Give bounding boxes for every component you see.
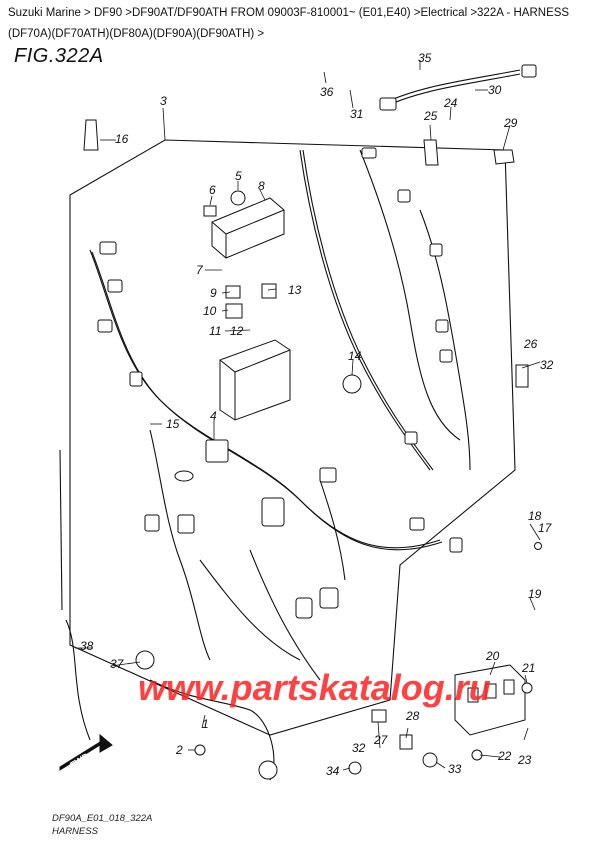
callout-23[interactable]: 23 xyxy=(517,753,532,767)
callout-24[interactable]: 24 xyxy=(443,96,458,110)
callout-8[interactable]: 8 xyxy=(258,179,265,193)
callout-20[interactable]: 20 xyxy=(485,649,500,663)
callout-34[interactable]: 34 xyxy=(326,764,340,778)
callout-10[interactable]: 10 xyxy=(203,304,217,318)
callout-9[interactable]: 9 xyxy=(210,286,217,300)
callout-30[interactable]: 30 xyxy=(488,83,502,97)
callout-7[interactable]: 7 xyxy=(196,263,204,277)
callout-1[interactable]: 1 xyxy=(202,717,209,731)
diagram-name: HARNESS xyxy=(52,826,98,837)
fwd-label: FWD xyxy=(68,751,91,771)
callout-22[interactable]: 22 xyxy=(497,749,512,763)
callout-15[interactable]: 15 xyxy=(166,417,180,431)
callout-37[interactable]: 37 xyxy=(110,657,125,671)
callout-17[interactable]: 17 xyxy=(538,521,553,535)
callout-5[interactable]: 5 xyxy=(235,169,242,183)
watermark: www.partskatalog.ru xyxy=(138,667,491,708)
callout-33[interactable]: 33 xyxy=(448,762,462,776)
callout-36[interactable]: 36 xyxy=(320,85,334,99)
callout-19[interactable]: 19 xyxy=(528,587,542,601)
callout-38[interactable]: 38 xyxy=(80,639,94,653)
fwd-arrow xyxy=(59,733,113,771)
callout-32-side[interactable]: 32 xyxy=(540,358,554,372)
figure-title: FIG.322A xyxy=(14,45,104,67)
callout-25[interactable]: 25 xyxy=(423,109,438,123)
callout-27[interactable]: 27 xyxy=(373,733,389,747)
callout-13[interactable]: 13 xyxy=(288,283,302,297)
callout-4[interactable]: 4 xyxy=(210,409,217,423)
callout-12[interactable]: 12 xyxy=(230,324,244,338)
callout-16[interactable]: 16 xyxy=(115,132,129,146)
callout-21[interactable]: 21 xyxy=(521,661,535,675)
callout-31[interactable]: 31 xyxy=(350,107,363,121)
callout-26[interactable]: 26 xyxy=(523,337,538,351)
callout-2[interactable]: 2 xyxy=(175,743,183,757)
breadcrumb[interactable]: Suzuki Marine > DF90 >DF90AT/DF90ATH FRO… xyxy=(8,7,570,19)
breadcrumb-continued[interactable]: (DF70A)(DF70ATH)(DF80A)(DF90A)(DF90ATH) … xyxy=(8,28,265,40)
callout-18[interactable]: 18 xyxy=(528,509,542,523)
callout-28[interactable]: 28 xyxy=(405,709,420,723)
callout-6[interactable]: 6 xyxy=(209,183,216,197)
callout-29[interactable]: 29 xyxy=(503,116,518,130)
callout-32[interactable]: 32 xyxy=(352,741,366,755)
callout-14[interactable]: 14 xyxy=(348,349,362,363)
callout-3[interactable]: 3 xyxy=(160,94,167,108)
diagram-frame xyxy=(69,139,516,736)
callout-35[interactable]: 35 xyxy=(418,51,432,65)
diagram-code: DF90A_E01_018_322A xyxy=(52,813,153,824)
callout-11[interactable]: 11 xyxy=(209,324,221,338)
